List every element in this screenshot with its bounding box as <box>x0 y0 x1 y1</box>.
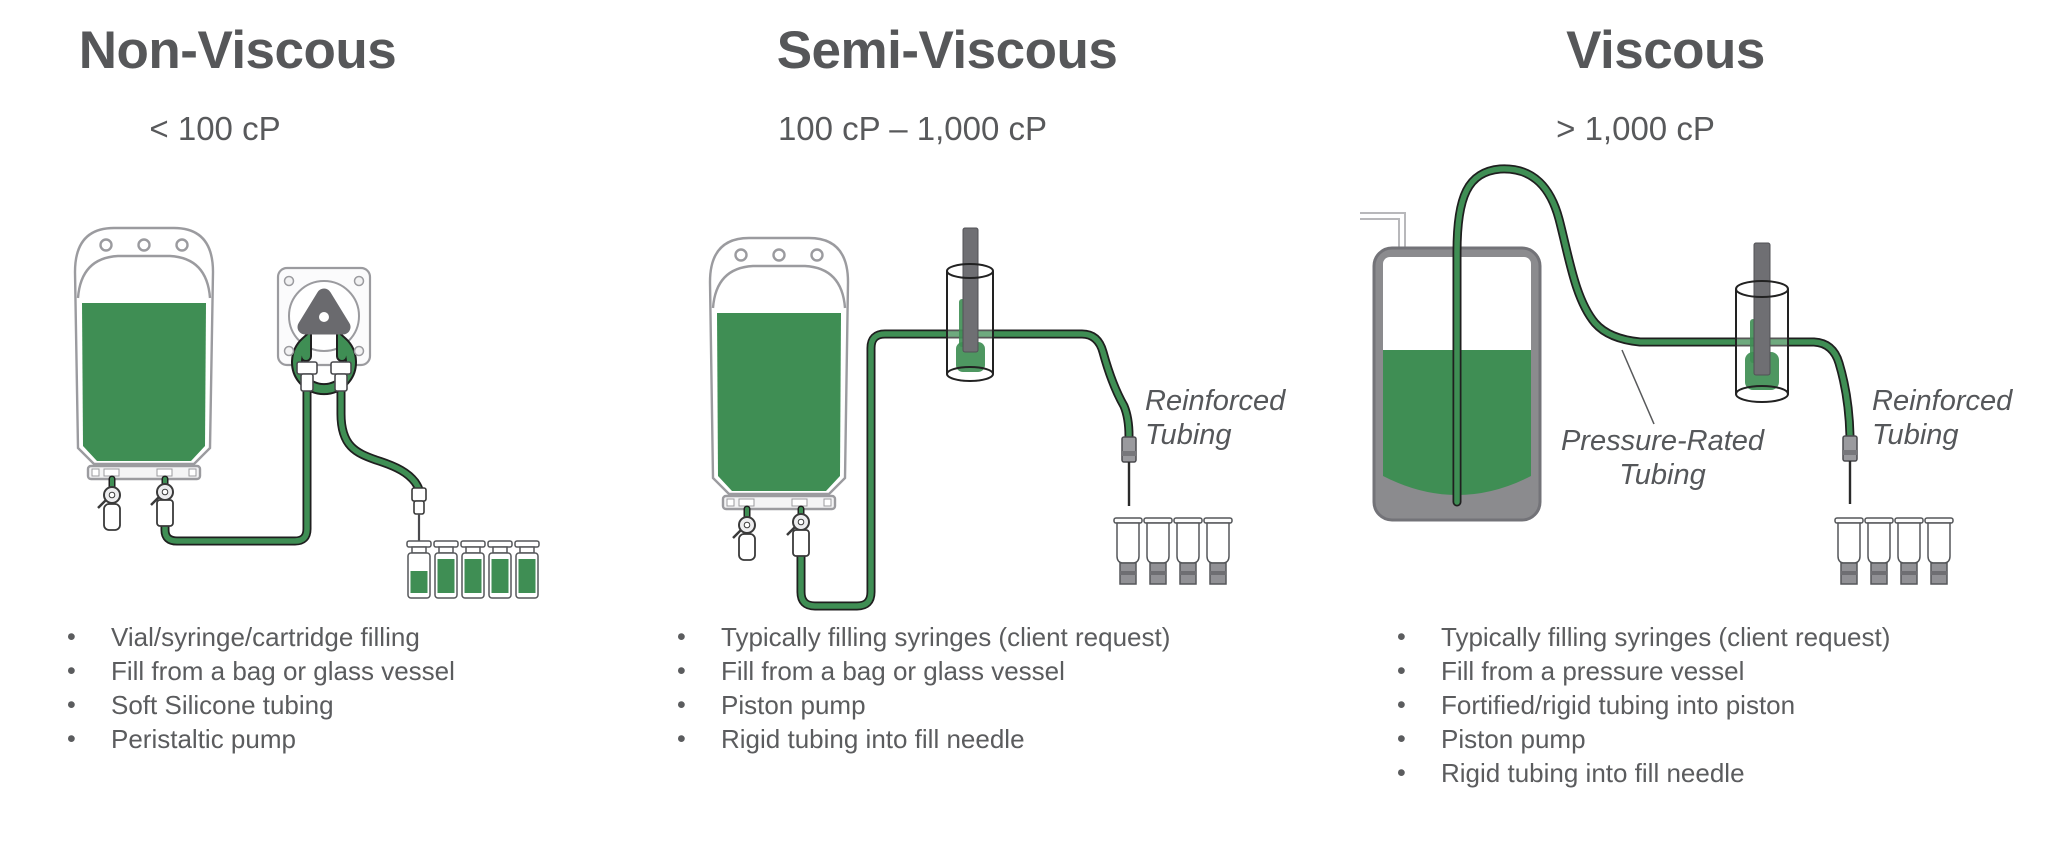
piston-pump <box>946 227 994 382</box>
port-cap <box>103 503 121 531</box>
pump-rotor <box>297 288 351 335</box>
feature-item: Vial/syringe/cartridge filling <box>62 620 642 654</box>
annotation-reinforced-tubing: Reinforced Tubing <box>1145 385 1286 452</box>
viscosity-range-viscous: > 1,000 cP <box>1556 110 1715 147</box>
syringe <box>1864 517 1894 585</box>
hanger-hole-icon <box>810 248 824 262</box>
syringe <box>1894 517 1924 585</box>
viscous-illustration <box>1360 164 1954 585</box>
peristaltic-pump <box>276 266 372 396</box>
rigid-tubing <box>796 329 1134 611</box>
feature-item: Soft Silicone tubing <box>62 688 642 722</box>
vial <box>460 540 486 599</box>
vial <box>433 540 459 599</box>
syringe <box>1203 517 1233 585</box>
syringes <box>1113 517 1233 585</box>
iv-bag <box>708 236 850 539</box>
syringe <box>1113 517 1143 585</box>
feature-item: Peristaltic pump <box>62 722 642 756</box>
pump-screws <box>283 275 365 357</box>
pressure-rated-tubing <box>1452 164 1855 507</box>
feature-item: Fill from a bag or glass vessel <box>672 654 1332 688</box>
vials <box>406 540 540 599</box>
semi-viscous-illustration <box>708 227 1233 611</box>
feature-list-viscous: Typically filling syringes (client reque… <box>1392 620 2042 790</box>
hanger-hole-icon <box>137 238 151 252</box>
piston-rod <box>962 227 979 353</box>
syringe <box>1834 517 1864 585</box>
hanger-hole-icon <box>99 238 113 252</box>
vial <box>514 540 540 599</box>
hanger-hole-icon <box>734 248 748 262</box>
syringe <box>1924 517 1954 585</box>
iv-bag <box>73 226 215 509</box>
tube-connector <box>156 499 174 527</box>
fill-needle <box>1121 436 1137 506</box>
hanger-hole-icon <box>175 238 189 252</box>
annotation-pressure-rated-tubing: Pressure-Rated Tubing <box>1560 425 1765 492</box>
feature-item: Rigid tubing into fill needle <box>1392 756 2042 790</box>
pinch-clamp-icon <box>732 516 756 539</box>
syringe <box>1143 517 1173 585</box>
port-cap <box>738 533 756 561</box>
feature-item: Rigid tubing into fill needle <box>672 722 1332 756</box>
viscosity-range-semi-viscous: 100 cP – 1,000 cP <box>777 110 1048 147</box>
fill-needle <box>1842 435 1858 504</box>
pinch-clamp-icon <box>97 486 121 509</box>
syringes <box>1834 517 1954 585</box>
column-title-non-viscous: Non-Viscous <box>78 21 397 80</box>
feature-item: Piston pump <box>1392 722 2042 756</box>
feature-list-non-viscous: Vial/syringe/cartridge filling Fill from… <box>62 620 642 756</box>
feature-item: Piston pump <box>672 688 1332 722</box>
bag-liquid <box>717 313 841 491</box>
bag-liquid <box>82 303 206 461</box>
viscosity-range-non-viscous: < 100 cP <box>149 110 281 147</box>
non-viscous-illustration <box>73 226 540 599</box>
tube-connector <box>792 529 810 557</box>
vial <box>487 540 513 599</box>
feature-item: Fill from a pressure vessel <box>1392 654 2042 688</box>
syringe <box>1173 517 1203 585</box>
feature-item: Typically filling syringes (client reque… <box>672 620 1332 654</box>
label-leader-line <box>1621 349 1655 425</box>
piston-rod <box>1753 242 1771 376</box>
feature-item: Fill from a bag or glass vessel <box>62 654 642 688</box>
annotation-reinforced-tubing: Reinforced Tubing <box>1872 385 2013 452</box>
feature-item: Fortified/rigid tubing into piston <box>1392 688 2042 722</box>
vial <box>406 540 432 599</box>
column-title-semi-viscous: Semi-Viscous <box>776 21 1118 80</box>
hanger-hole-icon <box>772 248 786 262</box>
pinch-clamp-icon <box>786 513 810 536</box>
piston-pump <box>1735 242 1789 403</box>
feature-list-semi-viscous: Typically filling syringes (client reque… <box>672 620 1332 756</box>
fill-needle <box>411 487 427 549</box>
feature-item: Typically filling syringes (client reque… <box>1392 620 2042 654</box>
column-title-viscous: Viscous <box>1566 21 1765 80</box>
silicone-tubing <box>160 387 424 546</box>
